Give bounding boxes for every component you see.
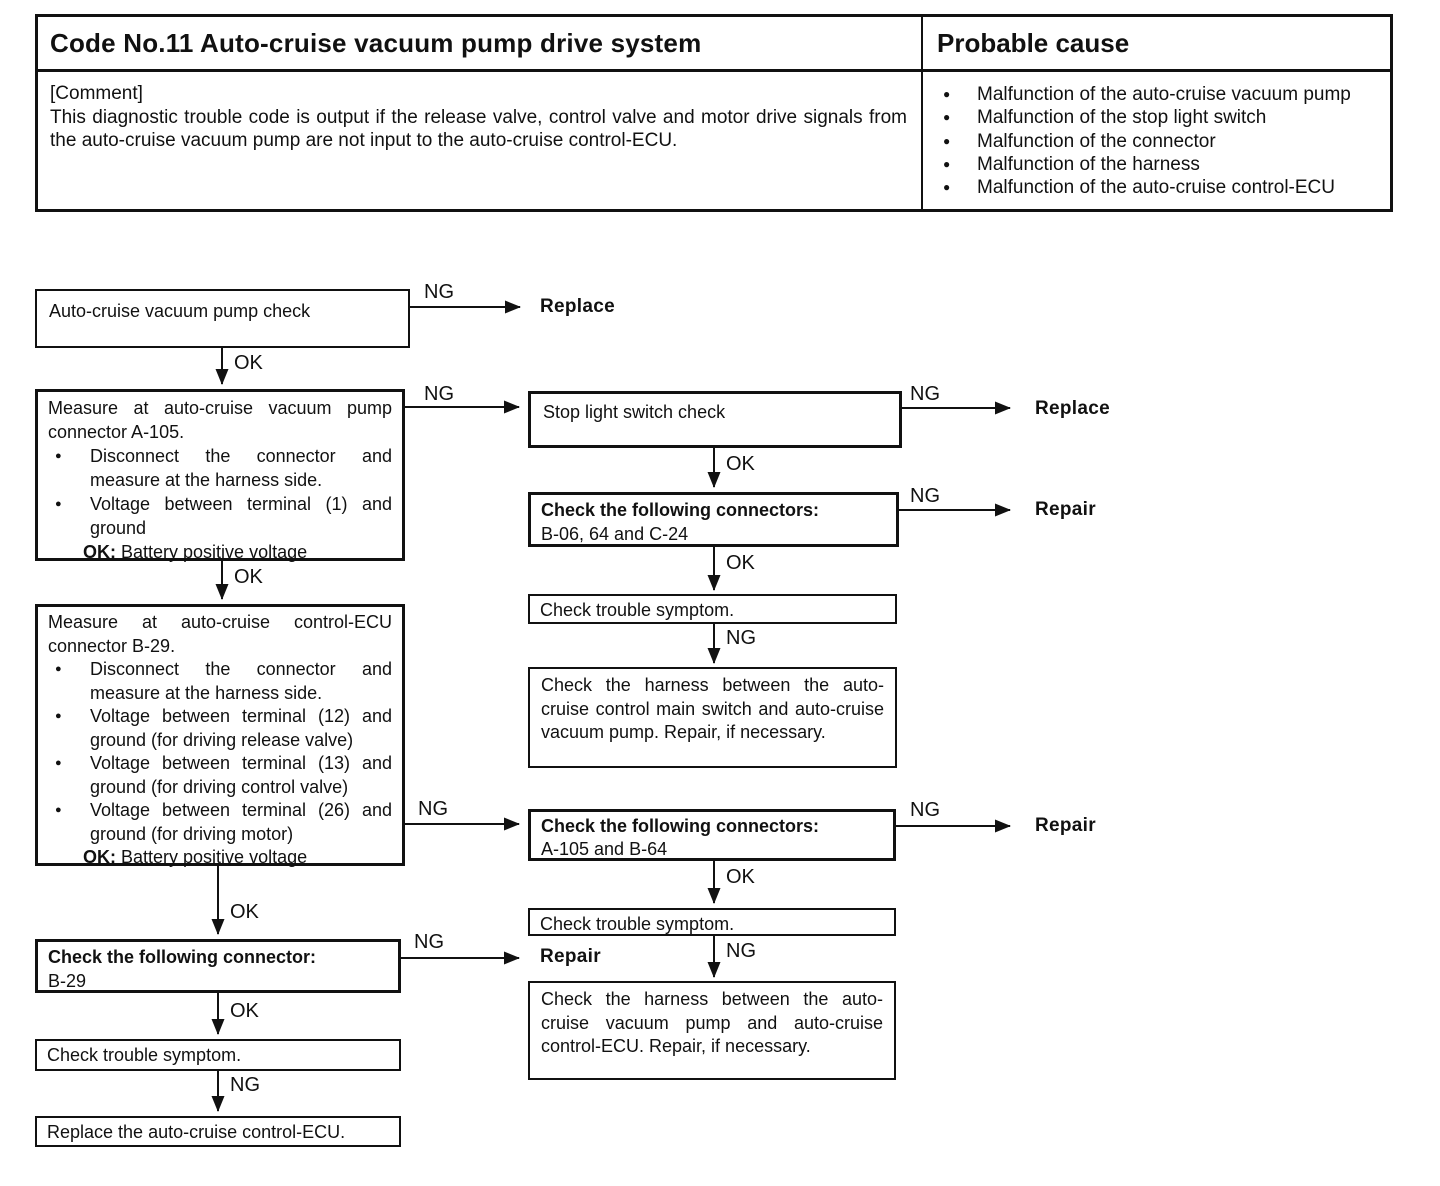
bullet-item: ● Voltage between terminal (1) and groun… <box>48 492 392 540</box>
ng-label: NG <box>726 627 756 649</box>
ng-label: NG <box>910 383 940 405</box>
page-title: Code No.11 Auto-cruise vacuum pump drive… <box>38 17 923 72</box>
ok-condition: OK: Battery positive voltage <box>83 847 308 867</box>
flow-node-pump-check: Auto-cruise vacuum pump check <box>35 289 410 348</box>
ng-label: NG <box>230 1074 260 1096</box>
cause-item: ● Malfunction of the connector <box>937 130 1380 153</box>
ng-label: NG <box>910 799 940 821</box>
replace-label: Replace <box>1035 398 1110 419</box>
bullet-item: ● Disconnect the connector and measure a… <box>48 444 392 492</box>
probable-cause-list: ● Malfunction of the auto-cruise vacuum … <box>923 72 1390 209</box>
flow-node-check-connector-b29: Check the following connector: B-29 <box>35 939 401 993</box>
flow-node-replace-ecu: Replace the auto-cruise control-ECU. <box>35 1116 401 1147</box>
comment-text: This diagnostic trouble code is output i… <box>50 106 907 152</box>
bullet-icon: ● <box>55 450 62 462</box>
bullet-icon: ● <box>55 757 62 769</box>
bullet-icon: ● <box>55 498 62 510</box>
bullet-icon: ● <box>55 804 62 816</box>
ng-label: NG <box>418 798 448 820</box>
repair-label: Repair <box>540 946 601 967</box>
bullet-icon: ● <box>943 87 951 101</box>
bullet-icon: ● <box>55 663 62 675</box>
bullet-icon: ● <box>943 133 951 148</box>
repair-label: Repair <box>1035 499 1096 520</box>
ok-label: OK <box>230 1000 259 1022</box>
cause-item: ● Malfunction of the stop light switch <box>937 106 1380 129</box>
ng-label: NG <box>424 383 454 405</box>
comment-cell: [Comment] This diagnostic trouble code i… <box>38 72 923 209</box>
flow-node-check-connectors-a105: Check the following connectors: A-105 an… <box>528 809 896 861</box>
ng-label: NG <box>424 281 454 303</box>
probable-cause-title: Probable cause <box>923 17 1390 72</box>
ok-label: OK <box>234 566 263 588</box>
bullet-icon: ● <box>943 156 951 171</box>
ok-condition: OK: Battery positive voltage <box>83 542 308 562</box>
bullet-item: ● Voltage between terminal (13) and grou… <box>48 752 392 799</box>
flow-node-harness-main-switch: Check the harness between the auto-cruis… <box>528 667 897 768</box>
cause-item: ● Malfunction of the auto-cruise control… <box>937 176 1380 199</box>
bullet-item: ● Disconnect the connector and measure a… <box>48 658 392 705</box>
flow-node-harness-pump-ecu: Check the harness between the auto-cruis… <box>528 981 896 1080</box>
flow-node-check-trouble-symptom-left: Check trouble symptom. <box>35 1039 401 1071</box>
cause-item: ● Malfunction of the harness <box>937 153 1380 176</box>
flow-node-measure-a105: Measure at auto-cruise vacuum pump conne… <box>35 389 405 562</box>
bullet-item: ● Voltage between terminal (26) and grou… <box>48 799 392 846</box>
bullet-icon: ● <box>943 180 951 195</box>
ok-label: OK <box>234 352 263 374</box>
replace-label: Replace <box>540 296 615 317</box>
cause-item: ● Malfunction of the auto-cruise vacuum … <box>937 83 1380 106</box>
ok-label: OK <box>726 552 755 574</box>
ok-label: OK <box>230 901 259 923</box>
flow-node-measure-b29: Measure at auto-cruise control-ECU conne… <box>35 604 405 867</box>
repair-label: Repair <box>1035 815 1096 836</box>
bullet-icon: ● <box>55 710 62 722</box>
flow-node-stop-light-switch: Stop light switch check <box>528 391 902 448</box>
comment-label: [Comment] <box>50 83 143 104</box>
ok-label: OK <box>726 453 755 475</box>
ng-label: NG <box>726 940 756 962</box>
header-table: Code No.11 Auto-cruise vacuum pump drive… <box>35 14 1393 212</box>
bullet-item: ● Voltage between terminal (12) and grou… <box>48 705 392 752</box>
flow-node-check-connectors-b06: Check the following connectors: B-06, 64… <box>528 492 899 547</box>
ok-label: OK <box>726 866 755 888</box>
flow-node-check-trouble-symptom-right: Check trouble symptom. <box>528 908 896 936</box>
flow-node-check-trouble-symptom-mid: Check trouble symptom. <box>528 594 897 624</box>
bullet-icon: ● <box>943 110 951 125</box>
ng-label: NG <box>414 931 444 953</box>
ng-label: NG <box>910 485 940 507</box>
